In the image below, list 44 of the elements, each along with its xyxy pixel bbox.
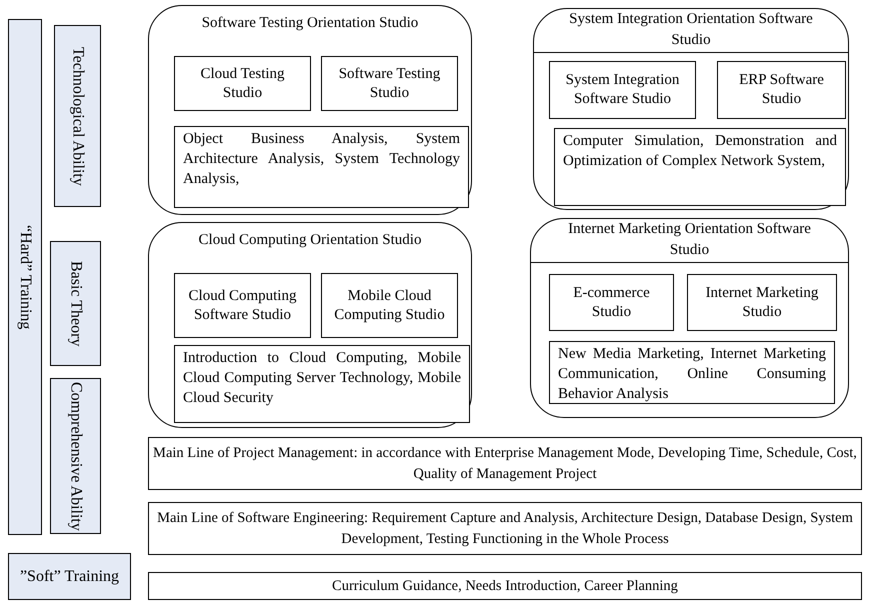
box-text: Basic Theory: [66, 260, 86, 346]
studio-box: [687, 274, 837, 331]
box-text: Software Testing Studio: [338, 64, 442, 102]
studio-heading: Internet Marketing Orientation Software Studio: [567, 220, 812, 260]
box-text: Cloud Testing Studio: [199, 64, 286, 102]
studio-box: [717, 61, 846, 119]
box-text: Object Business Analysis, System Architecture Analysis, System Technology Analysis,: [183, 130, 460, 189]
box-text: “Hard” Training: [16, 224, 35, 330]
box-text: Main Line of Project Management: in accordance with Enterprise Management Mode, Developing Time, Schedule, Cost, Quality of Management Project: [152, 444, 858, 484]
studio-panel: [148, 222, 472, 428]
box-text: Computer Simulation, Demonstration and Optimization of Complex Network System,: [563, 132, 837, 171]
studio-box: [174, 56, 311, 111]
studio-box: [174, 273, 311, 338]
course-box: [174, 126, 469, 208]
category-box: [50, 378, 101, 534]
category-box: [8, 553, 131, 600]
studio-box: [549, 61, 696, 119]
studio-box: [321, 273, 458, 338]
category-box: [50, 241, 101, 366]
box-text: Introduction to Cloud Computing, Mobile Cloud Computing Server Technology, Mobile Cloud Security: [183, 349, 461, 408]
studio-panel: [148, 5, 472, 215]
box-text: Comprehensive Ability: [66, 382, 86, 530]
studio-heading: Software Testing Orientation Studio: [200, 14, 420, 33]
box-text: E-commerce Studio: [572, 284, 651, 322]
studio-heading: Cloud Computing Orientation Studio: [198, 231, 422, 250]
course-box: [554, 128, 846, 206]
box-text: Mobile Cloud Computing Studio: [333, 286, 446, 324]
studio-heading: System Integration Orientation Software Studio: [568, 10, 814, 50]
course-box: [174, 345, 470, 423]
box-text: Cloud Computing Software Studio: [188, 286, 298, 324]
category-box: [54, 25, 101, 207]
box-text: ”Soft” Training: [20, 566, 120, 586]
box-text: Main Line of Software Engineering: Requirement Capture and Analysis, Architecture Design, Database Design, System Development, Testing Functioning in the Whole Process: [156, 508, 854, 548]
box-text: Technological Ability: [68, 46, 88, 186]
studio-panel: [530, 218, 849, 418]
box-text: Curriculum Guidance, Needs Introduction, Career Planning: [331, 576, 679, 596]
box-text: ERP Software Studio: [738, 71, 825, 109]
box-text: Internet Marketing Studio: [704, 284, 820, 322]
box-text: System Integration Software Studio: [564, 71, 680, 109]
box-text: New Media Marketing, Internet Marketing Communication, Online Consuming Behavior Analysis: [558, 345, 826, 404]
studio-box: [321, 56, 458, 111]
studio-box: [549, 274, 674, 331]
studio-panel: [533, 8, 849, 210]
training-band: [8, 19, 42, 535]
